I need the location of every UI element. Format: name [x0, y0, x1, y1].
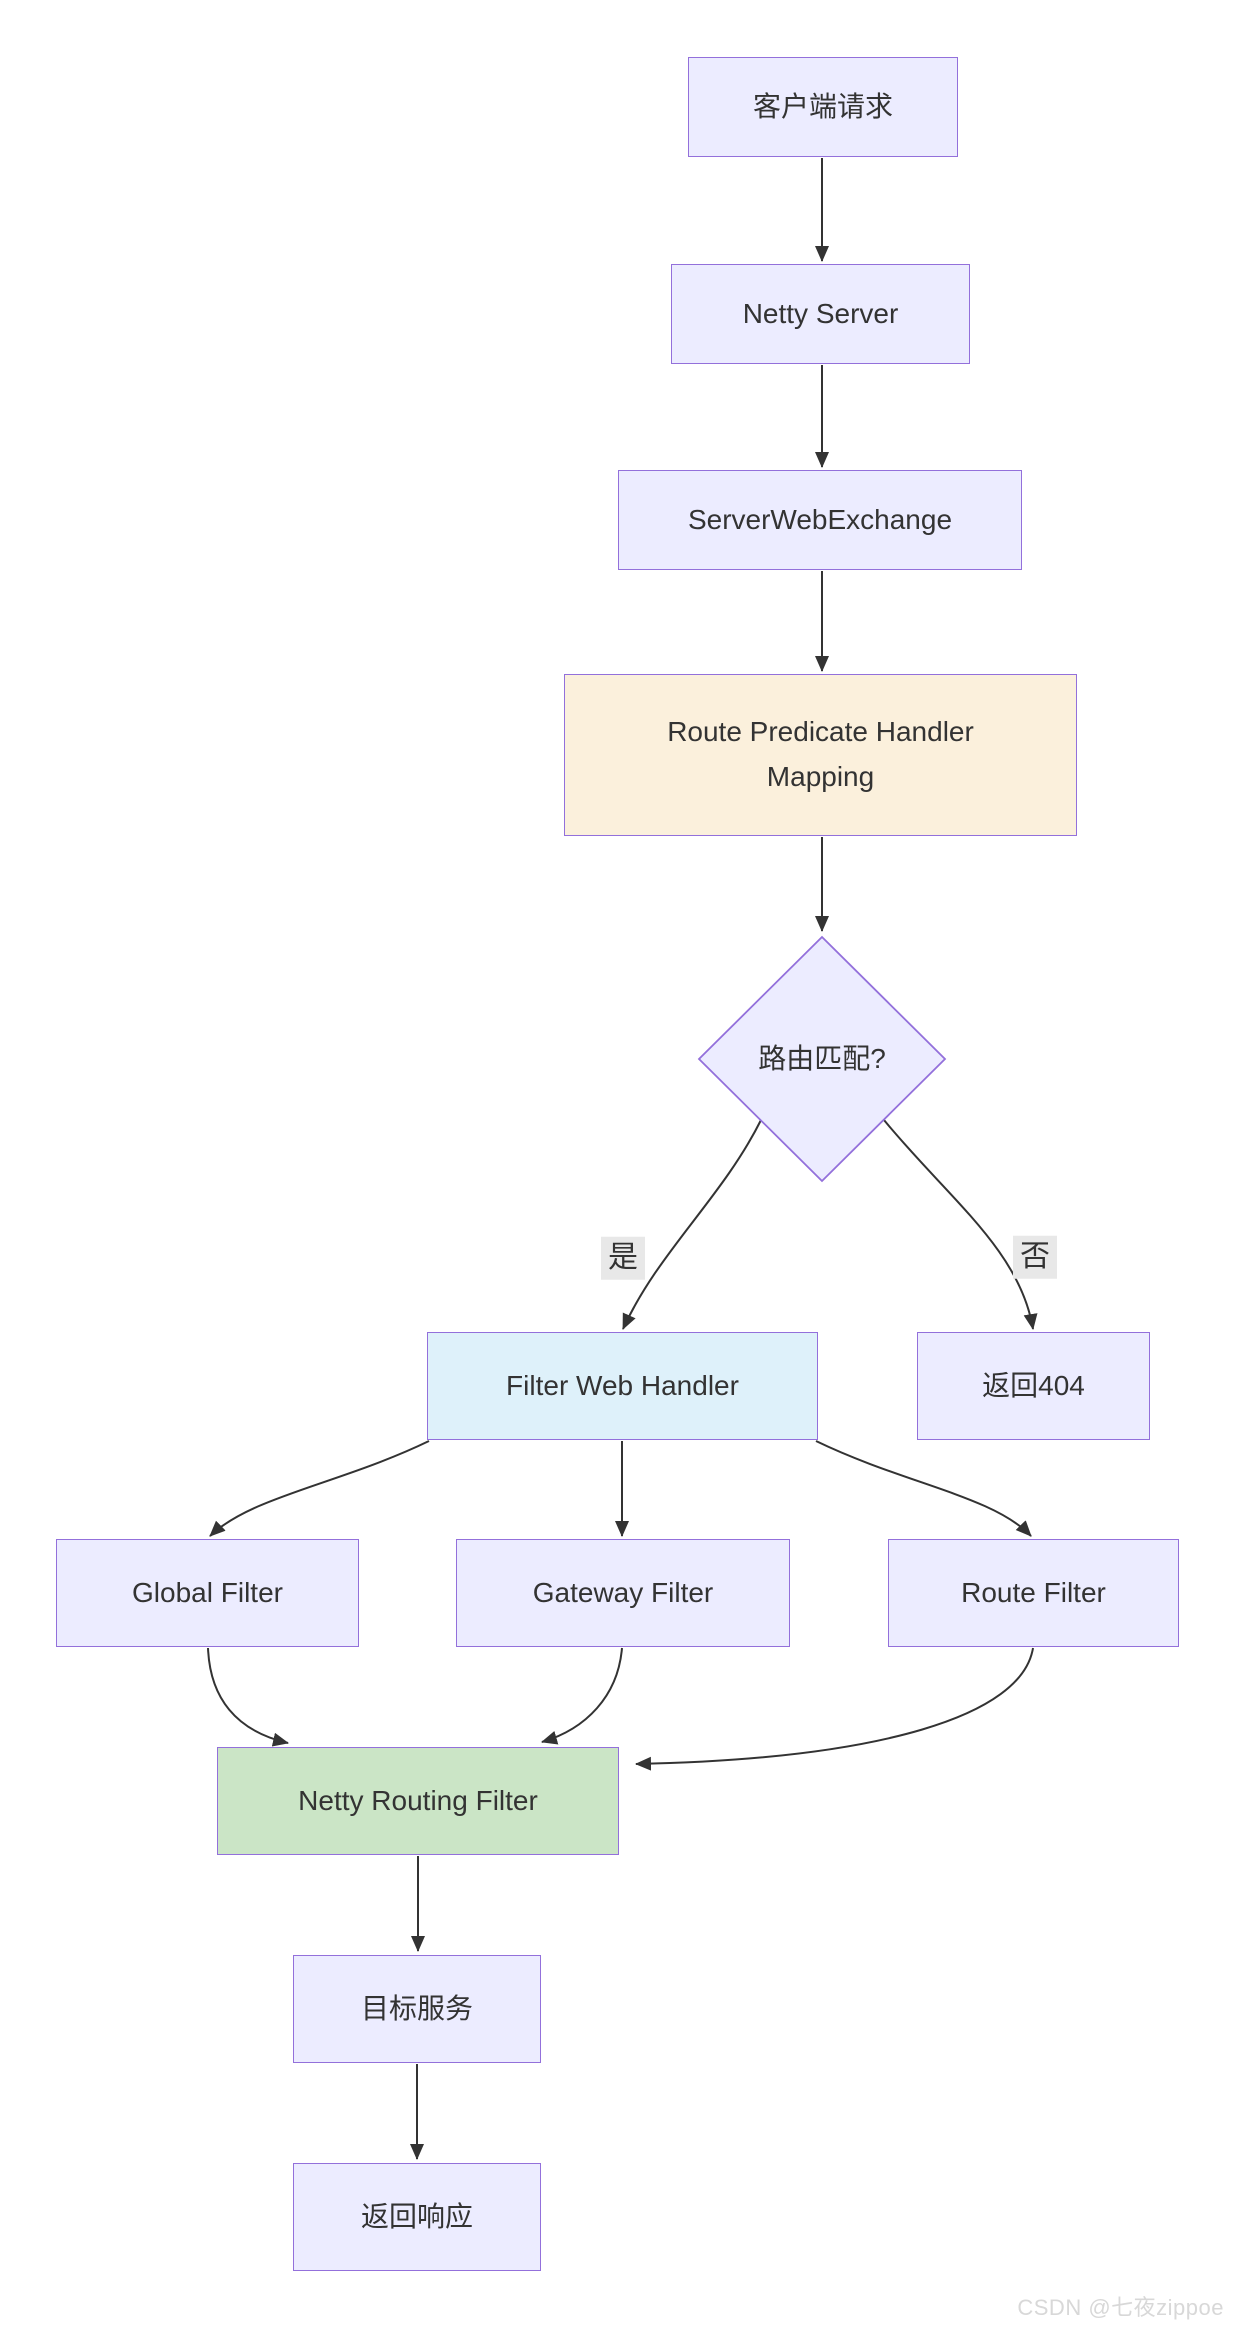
node-client-request-label: 客户端请求 — [752, 90, 893, 122]
edge-route-filter-to-netty-routing-filter — [635, 1647, 1034, 1771]
edge-global-filter-to-netty-routing-filter — [207, 1647, 289, 1747]
edge-filter-web-handler-to-route-filter — [815, 1440, 1032, 1537]
node-netty-routing-filter-label: Netty Routing Filter — [298, 1784, 538, 1816]
edge-label-yes: 是 — [601, 1236, 645, 1280]
node-server-web-exchange-label: ServerWebExchange — [687, 503, 953, 535]
edge-label-no: 否 — [1013, 1235, 1057, 1279]
node-return-404-label: 返回404 — [982, 1369, 1085, 1401]
node-target-service: 目标服务 — [293, 1955, 541, 2063]
node-return-response: 返回响应 — [293, 2163, 541, 2271]
node-return-404: 返回404 — [917, 1332, 1150, 1440]
csdn-watermark: CSDN @七夜zippoe — [1017, 2295, 1224, 2320]
edge-decision-yes-to-filter-web-handler — [622, 1119, 762, 1330]
edge-filter-web-handler-to-global-filter — [209, 1440, 430, 1537]
node-gateway-filter-label: Gateway Filter — [532, 1576, 714, 1608]
node-client-request: 客户端请求 — [688, 57, 958, 157]
node-netty-server-label: Netty Server — [742, 297, 899, 329]
node-gateway-filter: Gateway Filter — [456, 1539, 790, 1647]
node-netty-server: Netty Server — [671, 264, 970, 364]
node-filter-web-handler-label: Filter Web Handler — [506, 1369, 739, 1401]
decision-diamond-route-match — [697, 935, 947, 1183]
node-netty-routing-filter: Netty Routing Filter — [217, 1747, 619, 1855]
node-route-filter-label: Route Filter — [961, 1576, 1106, 1608]
edge-decision-no-to-return-404 — [883, 1119, 1038, 1330]
node-global-filter: Global Filter — [56, 1539, 359, 1647]
node-route-match-decision-label: 路由匹配? — [758, 1043, 886, 1074]
node-return-response-label: 返回响应 — [360, 2200, 473, 2232]
node-route-predicate-handler-mapping-label: Route Predicate Handler Mapping — [667, 716, 974, 792]
node-route-predicate-handler-mapping: Route Predicate Handler Mapping — [564, 674, 1077, 836]
node-route-filter: Route Filter — [888, 1539, 1179, 1647]
node-filter-web-handler: Filter Web Handler — [427, 1332, 818, 1440]
node-server-web-exchange: ServerWebExchange — [618, 470, 1022, 570]
node-target-service-label: 目标服务 — [360, 1992, 473, 2024]
node-global-filter-label: Global Filter — [132, 1576, 283, 1608]
edge-gateway-filter-to-netty-routing-filter — [541, 1647, 623, 1745]
